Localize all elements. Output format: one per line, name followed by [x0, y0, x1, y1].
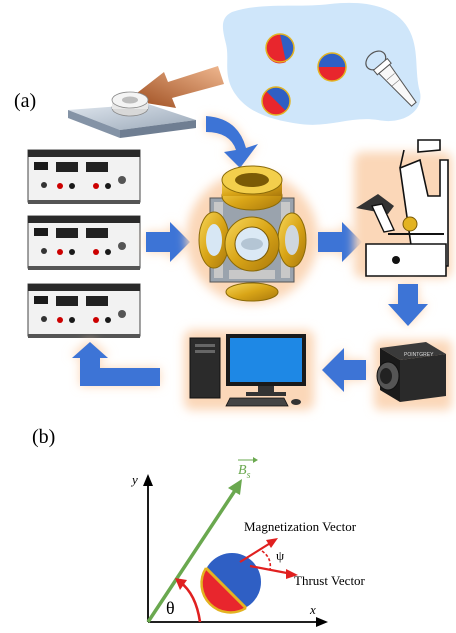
particle-solution-cloud: [222, 2, 421, 125]
field-vector: Bs: [146, 457, 258, 623]
psi-arc: [261, 550, 272, 571]
thrust-vector: [249, 564, 298, 579]
flow-arrow-to-camera: [388, 284, 428, 326]
camera-icon: POINTGREY: [374, 340, 452, 410]
flow-arrow-to-coil-from-supply: [146, 222, 190, 262]
microscope-icon: [354, 139, 452, 278]
theta-arc: [179, 580, 202, 623]
power-supply-icon: [27, 283, 141, 338]
janus-particle-icon: [261, 86, 291, 116]
svg-text:Bs: Bs: [238, 463, 251, 481]
psi-label: ψ: [276, 548, 284, 563]
magnetization-vector: [239, 538, 278, 563]
coordinate-axes: y x: [130, 472, 328, 627]
janus-particle-icon: [200, 553, 261, 614]
power-supply-icon: [27, 215, 141, 270]
magnetization-vector-label: Magnetization Vector: [244, 519, 357, 534]
panel-label-a: (a): [14, 90, 36, 112]
power-supply-icon: [27, 149, 141, 204]
camera-brand-label: POINTGREY: [404, 352, 434, 358]
janus-particle-icon: [265, 33, 295, 64]
y-axis-label: y: [130, 472, 138, 487]
flow-arrow-to-microscope: [318, 222, 362, 262]
flow-arrow-to-power-supply: [72, 342, 160, 386]
x-axis-label: x: [309, 602, 316, 617]
thrust-vector-label: Thrust Vector: [294, 573, 366, 588]
substrate-icon: [68, 91, 196, 138]
janus-particle-icon: [317, 52, 347, 82]
flow-arrow-to-coil: [206, 116, 258, 168]
theta-label: θ: [166, 598, 175, 618]
field-vector-label: Bs: [238, 457, 258, 481]
computer-icon: [184, 330, 314, 410]
flow-arrow-to-computer: [322, 348, 366, 392]
panel-label-b: (b): [32, 426, 55, 448]
pipette-tube-icon: [365, 50, 417, 107]
magnetic-coil-system-icon: [186, 165, 318, 304]
deposit-arrow: [128, 66, 224, 108]
